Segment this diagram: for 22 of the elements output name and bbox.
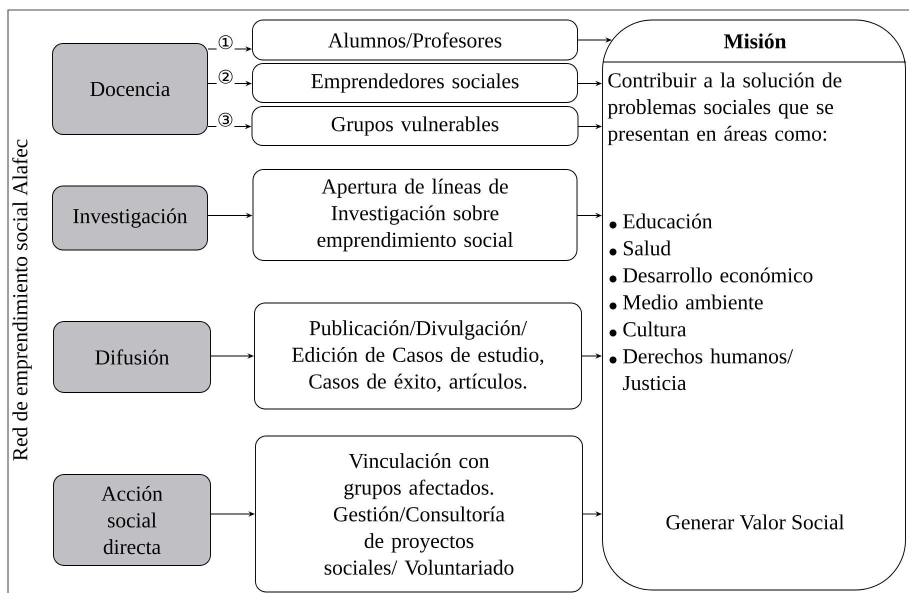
target-box: Alumnos/Profesores — [252, 20, 578, 60]
target-box: Emprendedores sociales — [252, 63, 578, 103]
activity-box: Publicación/Divulgación/ Edición de Casos de estudio, Casos de éxito, artículos. — [254, 302, 582, 410]
bullet-item: Medio ambiente — [610, 294, 763, 310]
side-label: Red de emprendimiento social Alafec — [12, 140, 32, 461]
bullet-item: Cultura — [610, 321, 686, 336]
category-box: Difusión — [53, 321, 211, 393]
activity-box: Vinculación con grupos afectados. Gestión/Consultoría de proyectos sociales/ Voluntariado — [255, 436, 583, 592]
activity-box: Apertura de líneas de Investigación sobre emprendimiento social — [252, 169, 578, 261]
step-number: ③ — [218, 112, 232, 127]
bullet-item: Desarrollo económico — [610, 267, 812, 283]
description-text: Contribuir a la solución de problemas sociales que se presentan en áreas como: — [608, 72, 842, 146]
category-box: Docencia — [52, 43, 208, 135]
statement-text: Generar Valor Social — [666, 514, 844, 530]
category-box: Acción social directa — [53, 474, 211, 566]
bullet-item: Derechos humanos/ Justicia — [610, 348, 794, 390]
bullet-item: Salud — [610, 240, 671, 256]
step-number: ① — [218, 35, 233, 50]
target-box: Grupos vulnerables — [252, 106, 578, 146]
category-box: Investigación — [52, 186, 208, 250]
step-number: ② — [218, 70, 233, 84]
bullet-item: Educación — [610, 213, 712, 229]
